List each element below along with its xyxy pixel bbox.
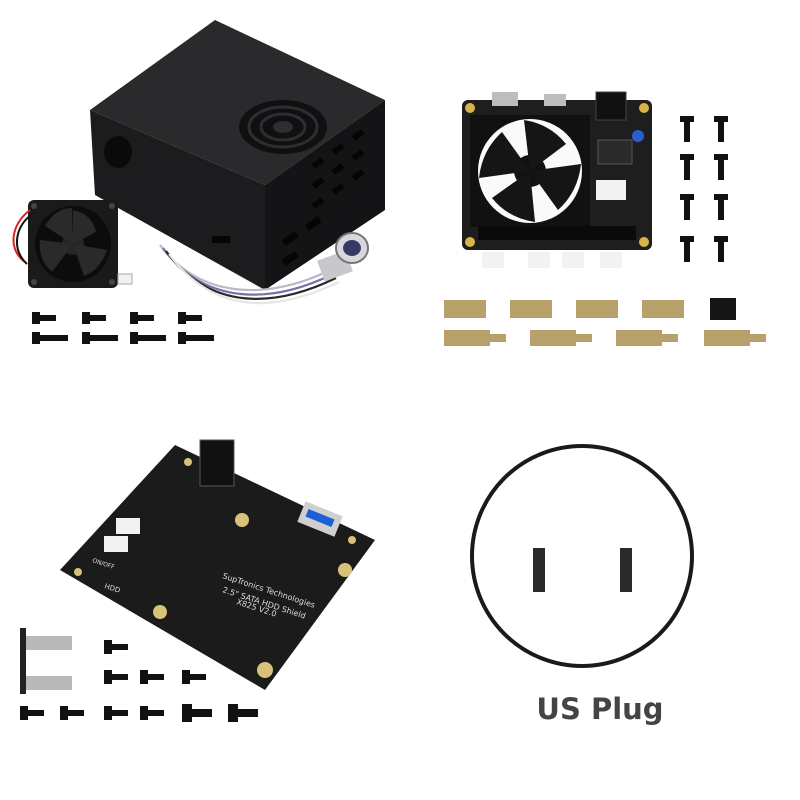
- case-fan-vent: [239, 100, 327, 154]
- board-fan: [470, 115, 590, 227]
- board-dc-jack: [595, 91, 627, 121]
- plug-type-label: US Plug: [536, 692, 664, 726]
- shield-screws: [20, 640, 258, 722]
- board-usb-port-1: [492, 92, 518, 106]
- board-screws: [680, 116, 728, 262]
- board-fan-connector: [596, 180, 626, 200]
- case-side-slots: [212, 129, 365, 266]
- board-button: [632, 130, 644, 142]
- board-bottom-connectors: [482, 252, 622, 268]
- shield-pcb: [60, 445, 375, 690]
- plug-prong-left: [533, 548, 545, 592]
- shield-pads: [74, 458, 356, 678]
- shield-dc-jack: [199, 439, 235, 487]
- plug-prong-right: [620, 548, 632, 592]
- us-plug-icon: [470, 444, 694, 668]
- case-kit-illustration: [12, 20, 385, 344]
- switch-cables: [159, 244, 340, 305]
- case-screws: [32, 312, 214, 344]
- board-standoffs: [444, 300, 766, 346]
- shield-standoffs: [20, 628, 72, 694]
- case-port-hole: [104, 136, 132, 168]
- us-plug-panel: US Plug: [400, 400, 800, 800]
- board-mount-holes: [465, 103, 649, 247]
- case-right-face: [265, 100, 385, 290]
- hdd-shield-panel: SupTronics Technologies 2.5" SATA HDD Sh…: [0, 400, 400, 800]
- board-gpio-header: [478, 226, 636, 240]
- power-switch: [317, 232, 369, 282]
- case-left-face: [90, 110, 265, 290]
- shield-connector-1: [116, 518, 140, 534]
- hdd-shield-illustration: SupTronics Technologies 2.5" SATA HDD Sh…: [20, 439, 375, 722]
- board-chip: [597, 139, 633, 165]
- plug-outline: [470, 444, 694, 668]
- board-usb-port-2: [544, 94, 566, 106]
- shield-usb-port: [297, 501, 343, 537]
- cooling-fan: [12, 200, 133, 288]
- board-jumper: [710, 298, 736, 320]
- expansion-board-illustration: [444, 91, 766, 346]
- expansion-board-panel: [400, 0, 800, 360]
- case-kit-panel: [0, 0, 400, 360]
- shield-connector-2: [104, 536, 128, 552]
